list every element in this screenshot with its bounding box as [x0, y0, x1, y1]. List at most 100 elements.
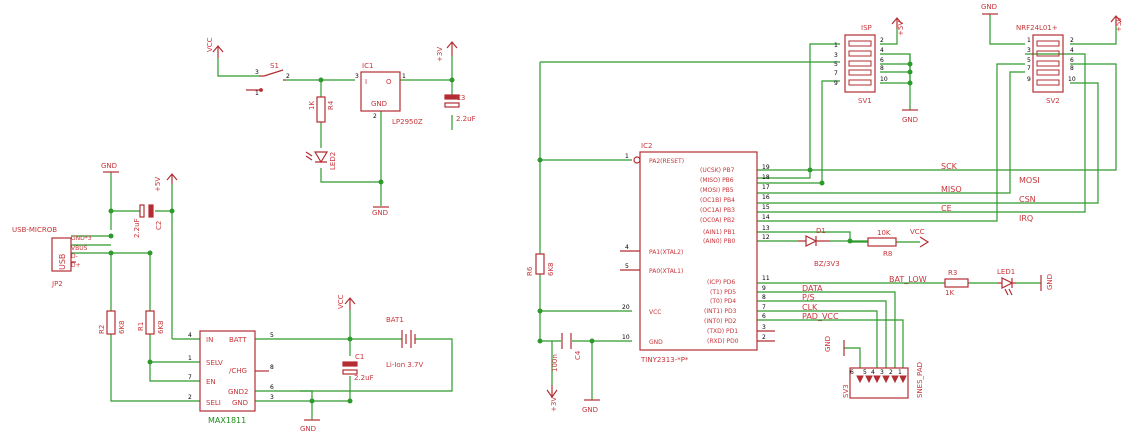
svg-text:3: 3 [1027, 47, 1031, 54]
svg-text:2: 2 [762, 334, 766, 341]
resistor-r1: R1 6K8 [137, 310, 165, 335]
svg-text:IN: IN [206, 336, 213, 344]
resistor-r3: R3 1K [944, 269, 969, 297]
svg-text:NRF24L01+: NRF24L01+ [1016, 24, 1058, 32]
junctions [108, 61, 913, 404]
svg-text:+3V: +3V [436, 47, 444, 62]
svg-text:4: 4 [880, 47, 884, 54]
svg-text:R3: R3 [948, 269, 957, 277]
svg-text:USB-MICROB: USB-MICROB [12, 226, 57, 234]
svg-text:SNES_PAD: SNES_PAD [916, 362, 924, 398]
svg-text:PA0(XTAL1): PA0(XTAL1) [649, 268, 683, 275]
svg-text:R4: R4 [327, 100, 335, 110]
svg-text:(INT0) PD2: (INT0) PD2 [704, 318, 737, 325]
svg-text:4: 4 [625, 244, 629, 251]
svg-text:(T1) PD5: (T1) PD5 [710, 289, 736, 296]
svg-text:10K: 10K [877, 229, 891, 237]
svg-text:(OC1A) PB3: (OC1A) PB3 [700, 207, 735, 214]
svg-text:8: 8 [270, 364, 274, 371]
svg-text:16: 16 [762, 194, 770, 201]
diode-d1: D1 BZ/3V3 [798, 227, 840, 268]
svg-text:(T0) PD4: (T0) PD4 [710, 298, 736, 305]
svg-text:14: 14 [762, 214, 770, 221]
svg-text:S1: S1 [270, 62, 279, 70]
svg-text:GND: GND [582, 406, 598, 414]
svg-text:VCC: VCC [649, 309, 661, 316]
svg-text:3: 3 [355, 73, 359, 80]
regulator-ic1: IC1 I O GND LP2950Z 3 1 2 [355, 62, 423, 126]
svg-text:IRQ: IRQ [1019, 214, 1033, 223]
svg-text:GND: GND [101, 162, 117, 170]
svg-text:2: 2 [188, 394, 192, 401]
svg-text:VBUS: VBUS [71, 245, 88, 252]
svg-text:SELI: SELI [206, 399, 221, 407]
usb-connector-jp2: USB-MICROB USB GND*3 VBUS D- D+ JP2 [12, 226, 92, 288]
svg-text:D-: D- [71, 253, 78, 260]
svg-text:GND: GND [300, 425, 316, 433]
led-led2: LED2 [305, 151, 337, 170]
svg-text:3: 3 [834, 52, 838, 59]
svg-text:6K8: 6K8 [547, 263, 555, 277]
resistor-r2: R2 6K8 [98, 310, 126, 335]
svg-text:CLK: CLK [802, 303, 818, 312]
svg-text:3: 3 [270, 394, 274, 401]
svg-text:MOSI: MOSI [1019, 176, 1040, 185]
svg-text:SV2: SV2 [1046, 97, 1060, 105]
svg-text:R8: R8 [883, 250, 892, 258]
svg-text:C3: C3 [456, 94, 465, 102]
svg-text:IC1: IC1 [362, 62, 373, 70]
svg-text:GND: GND [981, 3, 997, 11]
svg-text:SCK: SCK [941, 162, 958, 171]
svg-text:3: 3 [255, 69, 259, 76]
svg-text:BATT: BATT [229, 336, 247, 344]
svg-text:2: 2 [889, 369, 893, 376]
svg-text:8: 8 [880, 65, 884, 72]
svg-text:GND: GND [232, 399, 248, 407]
svg-text:1K: 1K [945, 289, 954, 297]
svg-text:USB: USB [58, 254, 67, 270]
svg-text:R1: R1 [137, 322, 145, 331]
capacitor-c1: C1 2.2uF [342, 353, 374, 382]
svg-text:7: 7 [834, 70, 838, 77]
svg-text:I: I [365, 78, 367, 86]
svg-text:9: 9 [834, 80, 838, 87]
resistor-r4: 1K R4 [308, 96, 335, 123]
svg-text:5: 5 [1027, 57, 1031, 64]
battery-bat1: BAT1 Li-Ion 3.7V [386, 316, 424, 369]
svg-text:JP2: JP2 [51, 280, 63, 288]
svg-text:C2: C2 [155, 221, 163, 230]
svg-text:GND2: GND2 [228, 388, 249, 396]
charger-max1811: IN SELV EN SELI BATT /CHG GND2 GND MAX18… [188, 330, 274, 425]
svg-text:LED2: LED2 [329, 152, 337, 170]
svg-text:Li-Ion 3.7V: Li-Ion 3.7V [386, 361, 424, 369]
resistor-r6: R6 6K8 [526, 253, 555, 277]
svg-text:2.2uF: 2.2uF [133, 218, 141, 238]
svg-text:GND: GND [371, 100, 387, 108]
switch-s1: S1 3 2 1 [246, 62, 290, 97]
svg-text:C1: C1 [355, 353, 364, 361]
svg-text:6K8: 6K8 [118, 321, 126, 335]
svg-text:GND: GND [902, 116, 918, 124]
svg-text:7: 7 [1027, 65, 1031, 72]
svg-text:/CHG: /CHG [229, 367, 247, 375]
svg-text:3: 3 [880, 369, 884, 376]
svg-text:(UCSK) PB7: (UCSK) PB7 [700, 167, 735, 174]
svg-text:R2: R2 [98, 325, 106, 334]
net-labels: SCK MOSI MISO CSN CE IRQ BAT_LOW DATA P/… [802, 162, 1040, 321]
svg-text:4: 4 [188, 332, 192, 339]
wires [71, 14, 1117, 420]
svg-text:1: 1 [834, 42, 838, 49]
svg-text:+5V: +5V [897, 21, 905, 36]
svg-text:1: 1 [188, 355, 192, 362]
svg-text:6: 6 [1070, 57, 1074, 64]
svg-text:5: 5 [625, 263, 629, 270]
capacitor-c3: C3 2.2uF [444, 94, 476, 123]
svg-text:BAT1: BAT1 [386, 316, 404, 324]
power-symbols: VCC +3V GND GND +5V VCC GND +3V GND +5V … [101, 3, 1123, 433]
svg-text:6: 6 [270, 384, 274, 391]
header-sv2: NRF24L01+ SV2 1 3 5 7 9 2 4 6 8 10 [1016, 24, 1076, 105]
svg-text:1: 1 [625, 153, 629, 160]
svg-text:1K: 1K [308, 101, 316, 110]
svg-text:CSN: CSN [1019, 195, 1036, 204]
svg-text:2: 2 [373, 113, 377, 120]
